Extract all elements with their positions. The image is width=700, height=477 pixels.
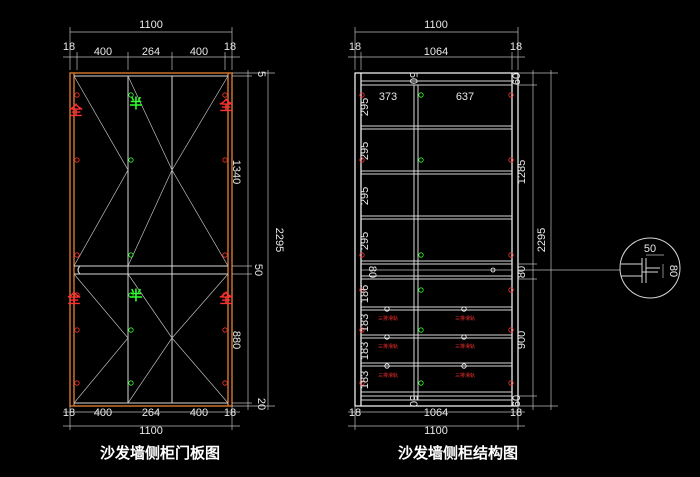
right-title: 沙发墙侧柜结构图: [398, 444, 518, 462]
left-dim-5: 5: [255, 71, 267, 77]
drawer-label-3b: 三排滑轨: [455, 372, 475, 379]
col-right-width: 637: [456, 91, 474, 103]
right-top-total: 1100: [424, 19, 448, 31]
drawer-label-1b: 三排滑轨: [455, 315, 475, 322]
right-dim-900: 900: [516, 331, 528, 349]
right-bot-total: 1100: [424, 425, 448, 437]
left-bot-seg-3: 264: [142, 407, 160, 419]
right-top-right: 18: [510, 41, 522, 53]
mark-full-ul: 全: [67, 103, 84, 118]
left-dim-4: 295: [359, 232, 371, 250]
right-dim-60-top: 60: [511, 73, 523, 85]
drawer-label-2a: 三排滑轨: [378, 343, 398, 350]
left-dim-50: 50: [252, 264, 264, 276]
left-top-seg-3: 264: [142, 46, 160, 58]
col-left-width: 373: [379, 91, 397, 103]
right-bot-left: 18: [349, 407, 361, 419]
right-dim-total: 2295: [536, 228, 548, 252]
drawer-label-2b: 三排滑轨: [455, 343, 475, 350]
right-bot-right: 18: [510, 407, 522, 419]
left-top-seg-4: 400: [190, 46, 208, 58]
left-bot-total: 1100: [139, 425, 163, 437]
left-top-total: 1100: [139, 19, 163, 31]
mark-full-ur: 全: [218, 98, 233, 114]
left-top-seg-2: 400: [94, 46, 112, 58]
left-bot-seg-2: 400: [94, 407, 112, 419]
section-detail: 50 80: [619, 237, 681, 299]
left-title: 沙发墙侧柜门板图: [100, 444, 220, 462]
right-dim-80: 80: [516, 266, 528, 278]
left-dim-5: 186: [359, 285, 371, 303]
left-dim-2: 295: [359, 142, 371, 160]
left-bot-seg-5: 18: [224, 407, 236, 419]
left-top-seg-1: 18: [63, 41, 75, 53]
left-bot-seg-1: 18: [63, 407, 75, 419]
mid-band: 80: [366, 266, 378, 278]
left-dim-6: 183: [359, 314, 371, 332]
right-inner-width: 1064: [424, 46, 448, 58]
left-top-seg-5: 18: [224, 41, 236, 53]
left-dim-880: 880: [230, 331, 242, 349]
left-dim-7: 183: [359, 342, 371, 360]
bottom-gap: 50: [407, 395, 419, 407]
detail-dim-b: 80: [667, 265, 679, 277]
drawer-label-1a: 三排滑轨: [378, 315, 398, 322]
right-bot-inner: 1064: [424, 407, 448, 419]
mark-half-l: 半: [129, 288, 142, 304]
detail-dim-a: 50: [644, 243, 656, 255]
mark-full-lr: 全: [218, 291, 233, 307]
structure-drawing: 1100 18 1064 18: [348, 19, 620, 462]
left-bot-seg-4: 400: [190, 407, 208, 419]
door-panel-drawing: 1100 18 400 264 400 18: [63, 19, 285, 462]
left-dim-8: 183: [359, 371, 371, 389]
left-dim-1340: 1340: [230, 160, 242, 184]
drawer-label-3a: 三排滑轨: [378, 372, 398, 379]
mark-half-u: 半: [129, 96, 142, 112]
left-dim-20: 20: [255, 398, 267, 410]
top-gap: 50: [407, 72, 419, 84]
left-dim-3: 295: [359, 187, 371, 205]
right-top-left: 18: [349, 41, 361, 53]
right-dim-60-bot: 60: [511, 395, 523, 407]
mark-full-ll: 全: [66, 291, 81, 307]
left-dim-total: 2295: [273, 228, 285, 252]
right-dim-1285: 1285: [516, 160, 528, 184]
left-dim-1: 295: [359, 98, 371, 116]
